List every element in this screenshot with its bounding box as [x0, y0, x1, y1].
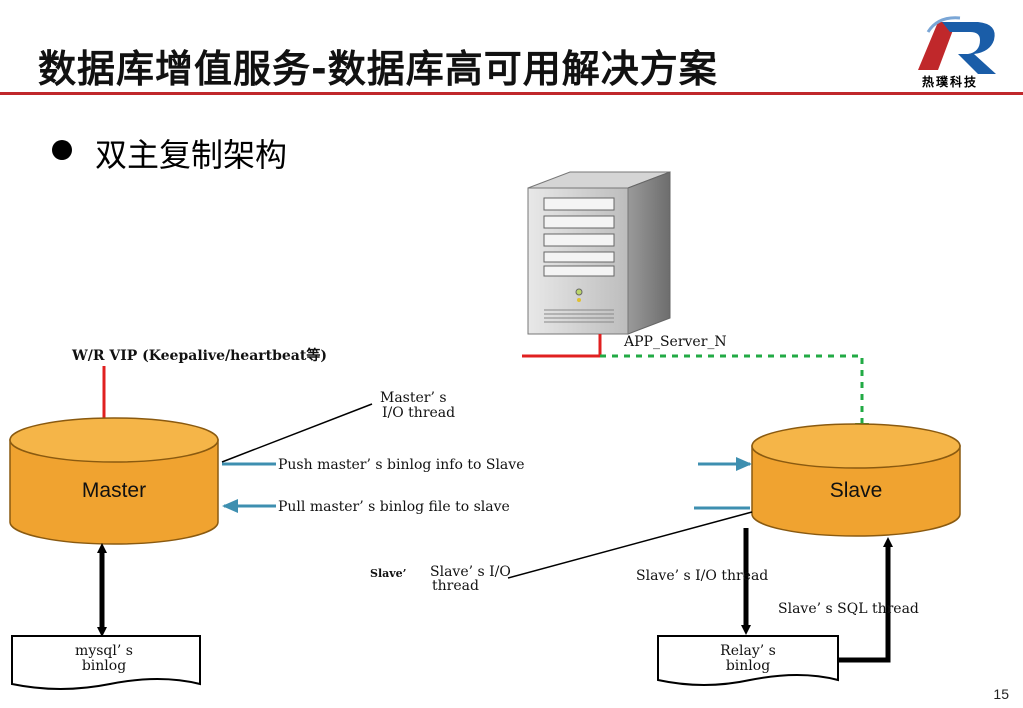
- master-io-label-line2: I/O thread: [382, 405, 455, 421]
- slave-sql-arrow: [838, 537, 893, 663]
- mysql-binlog-label-line1: mysql’ s: [75, 643, 133, 659]
- slave-io-left-line2: thread: [432, 578, 479, 594]
- slide-title: 数据库增值服务-数据库高可用解决方案: [38, 47, 718, 91]
- server-icon: [527, 171, 671, 335]
- master-io-pointer: [221, 403, 373, 463]
- mysql-binlog-label-line2: binlog: [82, 658, 126, 674]
- relay-log-label-line2: binlog: [726, 658, 770, 674]
- slave-label: Slave: [830, 479, 883, 502]
- slave-io-left-line1: Slave’ s I/O: [430, 564, 511, 580]
- pull-label: Pull master’ s binlog file to slave: [278, 499, 510, 515]
- master-io-label-line1: Master’ s: [380, 390, 447, 406]
- relay-log-doc: [657, 635, 839, 686]
- logo-text: 热璞科技: [921, 75, 978, 89]
- title-rule: [0, 92, 1023, 95]
- failover-dashed-line: [600, 354, 869, 437]
- relay-log-label-line1: Relay’ s: [720, 643, 776, 659]
- mysql-binlog-doc: [11, 635, 201, 690]
- vip-line: [522, 334, 602, 358]
- company-logo: [918, 16, 996, 74]
- bullet-dot: [52, 140, 72, 160]
- slave-database: [751, 423, 961, 537]
- replication-diagram: APP_Server_N W/R VIP (Keepalive/heartbea…: [9, 171, 961, 690]
- slave-io-left-prefix: Slave’: [370, 567, 406, 580]
- app-server-label: APP_Server_N: [623, 334, 727, 350]
- slave-io-right-label: Slave’ s I/O thread: [636, 568, 768, 584]
- master-label: Master: [82, 479, 146, 502]
- slave-sql-label: Slave’ s SQL thread: [778, 601, 919, 617]
- master-database: [9, 417, 219, 545]
- push-label: Push master’ s binlog info to Slave: [278, 457, 524, 473]
- slave-io-pointer: [507, 511, 753, 579]
- vip-label: W/R VIP (Keepalive/heartbeat等): [71, 347, 327, 364]
- page-number: 15: [993, 686, 1009, 702]
- bullet-text: 双主复制架构: [95, 136, 288, 174]
